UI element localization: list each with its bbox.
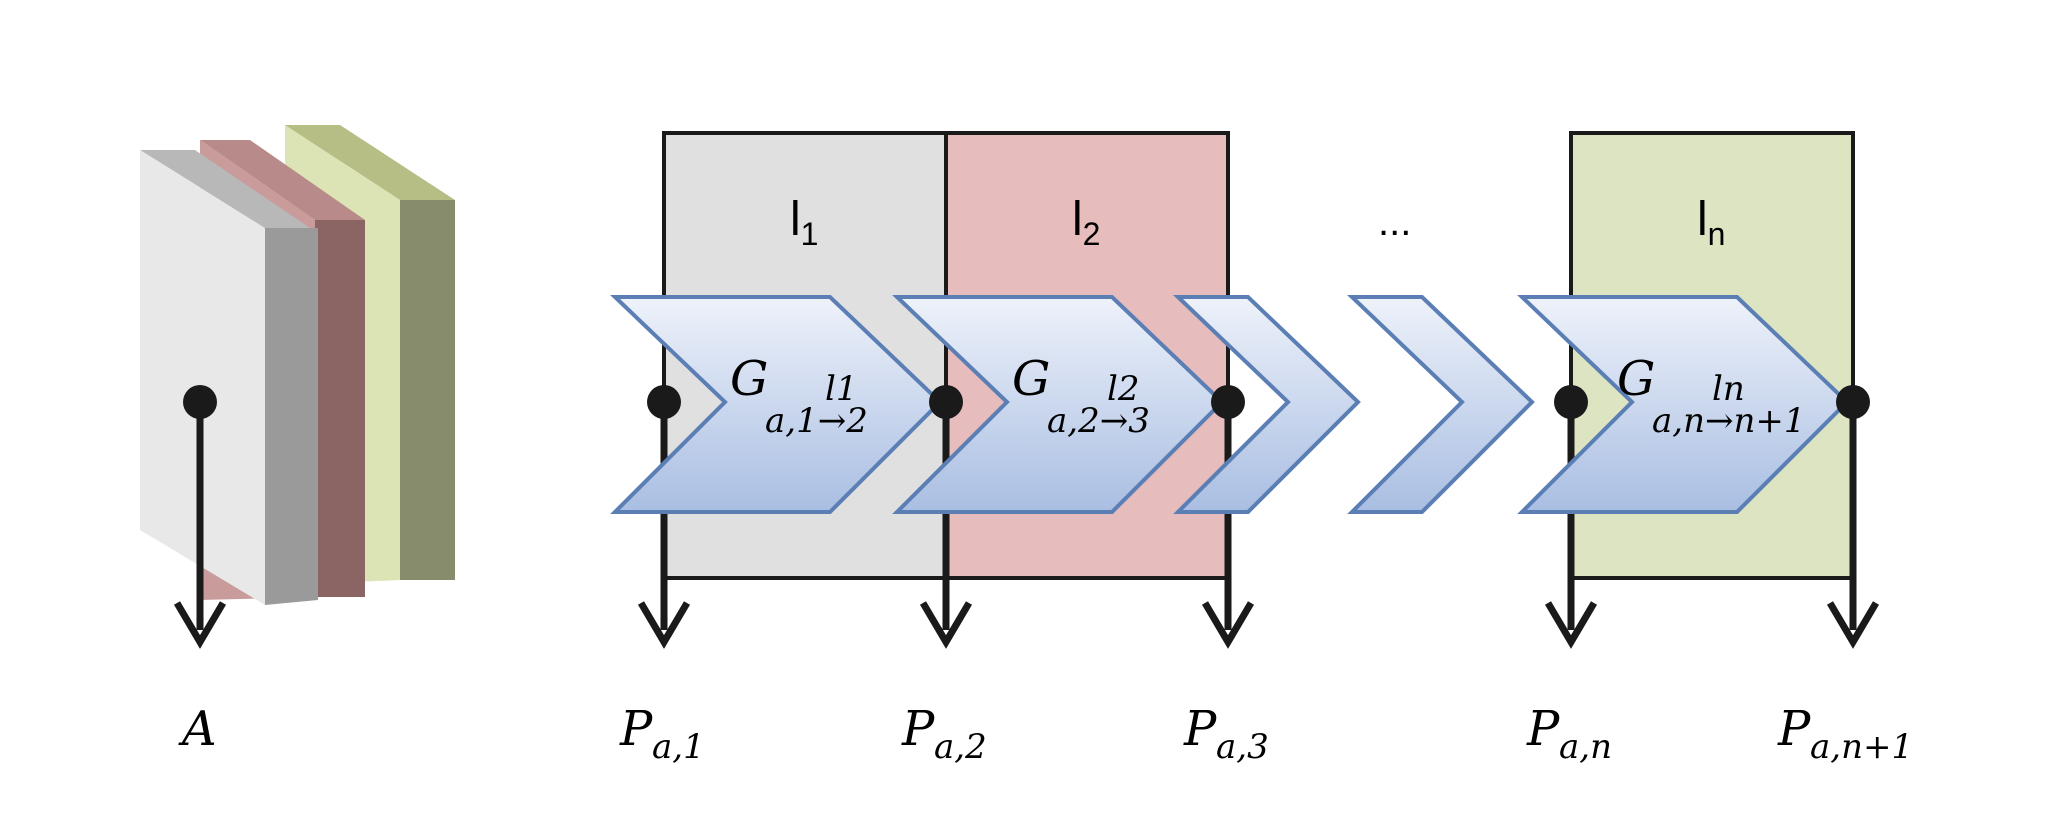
- svg-text:P: P: [619, 701, 653, 757]
- port-label-3: P a,3: [1183, 701, 1269, 767]
- chevron-3: [1173, 295, 1361, 514]
- slab-gray: [140, 150, 318, 605]
- transfer-label-2: G l2 a,2→3: [1012, 351, 1150, 441]
- chevron-n: [1517, 295, 1850, 514]
- svg-text:P: P: [1526, 701, 1560, 757]
- svg-text:G: G: [1012, 351, 1050, 407]
- port-label-1: P a,1: [619, 701, 705, 767]
- svg-text:a,1→2: a,1→2: [765, 401, 868, 441]
- svg-text:P: P: [1183, 701, 1217, 757]
- port-label-n-plus-1: P a,n+1: [1777, 701, 1913, 767]
- stack-label: A: [178, 701, 217, 757]
- layer-label-1: l1: [790, 193, 818, 252]
- slab-stack: [140, 125, 455, 605]
- svg-text:G: G: [1617, 351, 1655, 407]
- stack-terminal: [173, 385, 227, 649]
- svg-text:l2: l2: [1107, 369, 1140, 409]
- port-label-2: P a,2: [901, 701, 987, 767]
- svg-text:G: G: [730, 351, 768, 407]
- svg-text:P: P: [1777, 701, 1811, 757]
- svg-text:a,2→3: a,2→3: [1047, 401, 1150, 441]
- chevron-2: [892, 295, 1225, 514]
- svg-text:a,3: a,3: [1216, 727, 1269, 767]
- port-dots: [647, 385, 1870, 419]
- layer-label-2: l2: [1072, 193, 1100, 252]
- layer-label-n: ln: [1697, 193, 1725, 252]
- port-lines: [637, 402, 1880, 649]
- chevron-4: [1347, 295, 1535, 514]
- svg-text:P: P: [901, 701, 935, 757]
- svg-text:a,n: a,n: [1559, 727, 1612, 767]
- transfer-label-n: G ln a,n→n+1: [1617, 351, 1805, 441]
- svg-text:a,2: a,2: [934, 727, 987, 767]
- svg-text:a,1: a,1: [652, 727, 705, 767]
- chevron-1: [610, 295, 943, 514]
- svg-text:a,n→n+1: a,n→n+1: [1652, 401, 1805, 441]
- port-label-n: P a,n: [1526, 701, 1612, 767]
- svg-text:l1: l1: [825, 369, 858, 409]
- svg-text:ln: ln: [1712, 369, 1745, 409]
- svg-text:a,n+1: a,n+1: [1810, 727, 1913, 767]
- layer-ellipsis: ...: [1378, 200, 1411, 244]
- transfer-label-1: G l1 a,1→2: [730, 351, 868, 441]
